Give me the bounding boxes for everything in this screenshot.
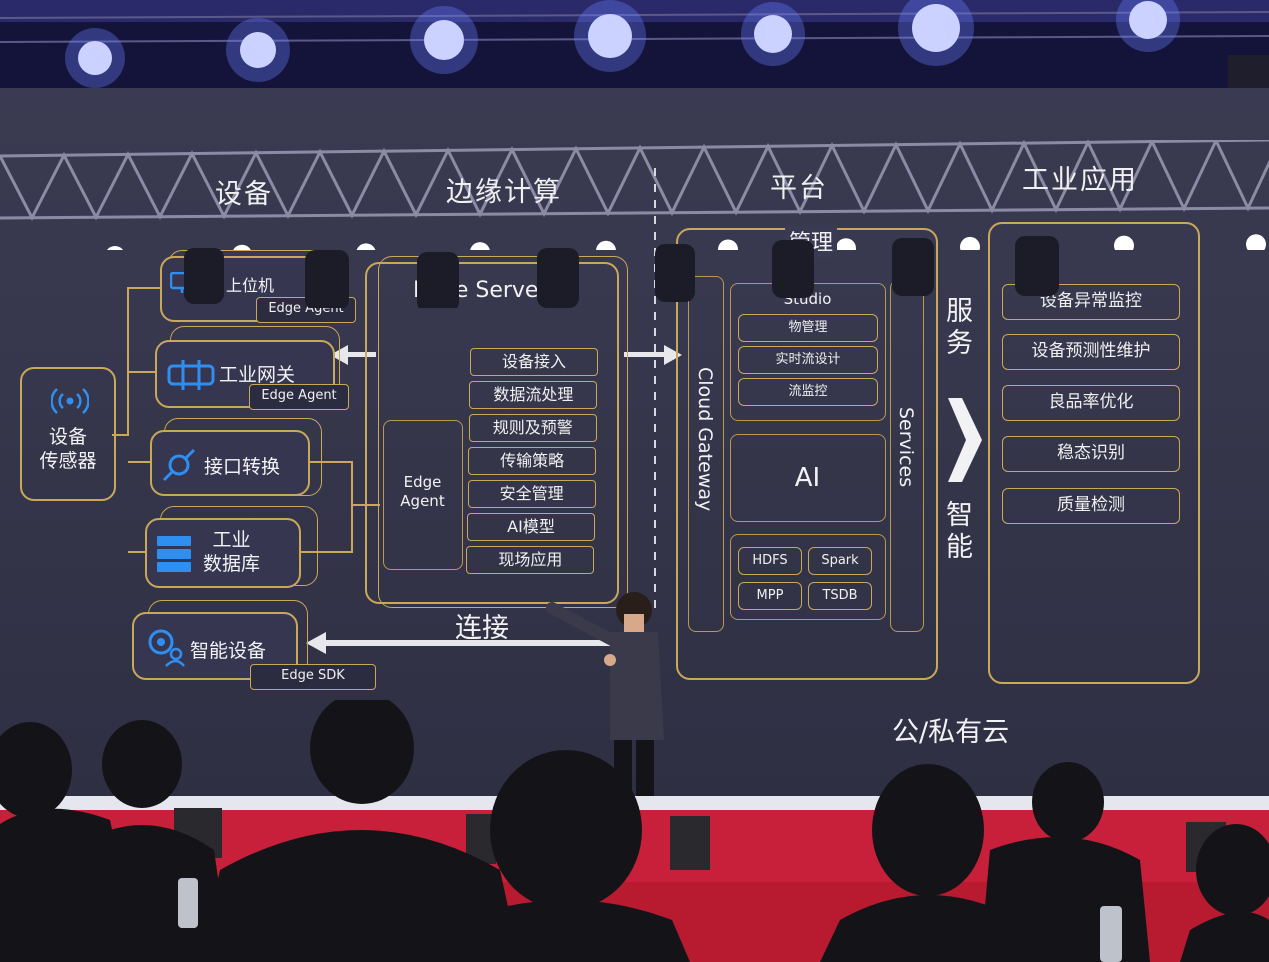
services-label: Services — [895, 407, 917, 488]
cloud-label: 公/私有云 — [892, 717, 1010, 748]
column-header-edge: 边缘计算 — [446, 177, 562, 208]
edge-function-item: 设备接入 — [470, 348, 598, 376]
connection-label: 连接 — [455, 613, 509, 644]
services-box: Services — [890, 280, 924, 632]
bridge-label-top: 服务 — [946, 296, 973, 359]
audience-silhouettes — [0, 700, 1269, 962]
storage-item: MPP — [738, 582, 802, 610]
edge-agent-box: Edge Agent — [383, 420, 463, 570]
storage-item: Spark — [808, 547, 872, 575]
gateway-icon — [167, 360, 215, 390]
storage-item: TSDB — [808, 582, 872, 610]
edge-agent-label: Edge Agent — [400, 473, 445, 510]
smart-sdk-tag: Edge SDK — [250, 664, 376, 690]
ai-box: AI — [730, 434, 886, 522]
smart-device-label: 智能设备 — [190, 640, 267, 662]
column-header-platform: 平台 — [770, 173, 828, 204]
moving-head-lights — [184, 236, 1059, 308]
ai-label: AI — [794, 463, 821, 493]
edge-function-item: 现场应用 — [466, 546, 595, 574]
bridge-arrow-icon — [948, 398, 982, 482]
app-item: 稳态识别 — [1002, 436, 1180, 472]
gateway-agent-tag: Edge Agent — [249, 384, 349, 410]
app-item: 质量检测 — [1002, 488, 1180, 524]
edge-function-item: 数据流处理 — [469, 381, 598, 409]
plug-icon — [162, 448, 196, 482]
app-item: 良品率优化 — [1002, 385, 1180, 421]
edge-server-stack-back — [378, 256, 628, 608]
column-header-device: 设备 — [215, 179, 273, 210]
edge-function-item: 规则及预警 — [468, 414, 597, 442]
column-header-apps: 工业应用 — [1022, 165, 1138, 196]
database-box: 工业 数据库 — [145, 518, 301, 588]
cloud-gateway-box: Cloud Gateway — [688, 276, 724, 632]
host-label: 上位机 — [226, 276, 275, 295]
app-item: 设备异常监控 — [1002, 284, 1180, 320]
interface-label: 接口转换 — [204, 456, 281, 478]
edge-function-item: AI模型 — [467, 513, 595, 541]
ceiling-lights — [0, 0, 1269, 90]
app-item: 设备预测性维护 — [1002, 334, 1180, 370]
database-label: 工业 数据库 — [203, 529, 261, 575]
sensor-label: 设备 传感器 — [39, 426, 97, 472]
studio-item: 实时流设计 — [738, 346, 878, 374]
cloud-gateway-label: Cloud Gateway — [694, 367, 716, 512]
stage-truss — [0, 140, 1269, 250]
edge-function-item: 传输策略 — [468, 447, 597, 475]
interface-box: 接口转换 — [150, 430, 310, 496]
smart-device-icon — [148, 629, 185, 667]
storage-item: HDFS — [738, 547, 802, 575]
sensor-box: 设备 传感器 — [20, 367, 116, 501]
apps-box — [988, 222, 1200, 684]
storage-box — [730, 534, 886, 620]
studio-item: 物管理 — [738, 314, 878, 342]
edge-function-item: 安全管理 — [467, 480, 596, 508]
signal-icon — [51, 388, 89, 414]
spot-fixture — [1228, 55, 1269, 90]
bridge-label-bottom: 智能 — [946, 500, 973, 563]
studio-item: 流监控 — [738, 378, 878, 406]
gateway-label: 工业网关 — [219, 364, 296, 386]
server-rack-icon — [157, 536, 191, 572]
